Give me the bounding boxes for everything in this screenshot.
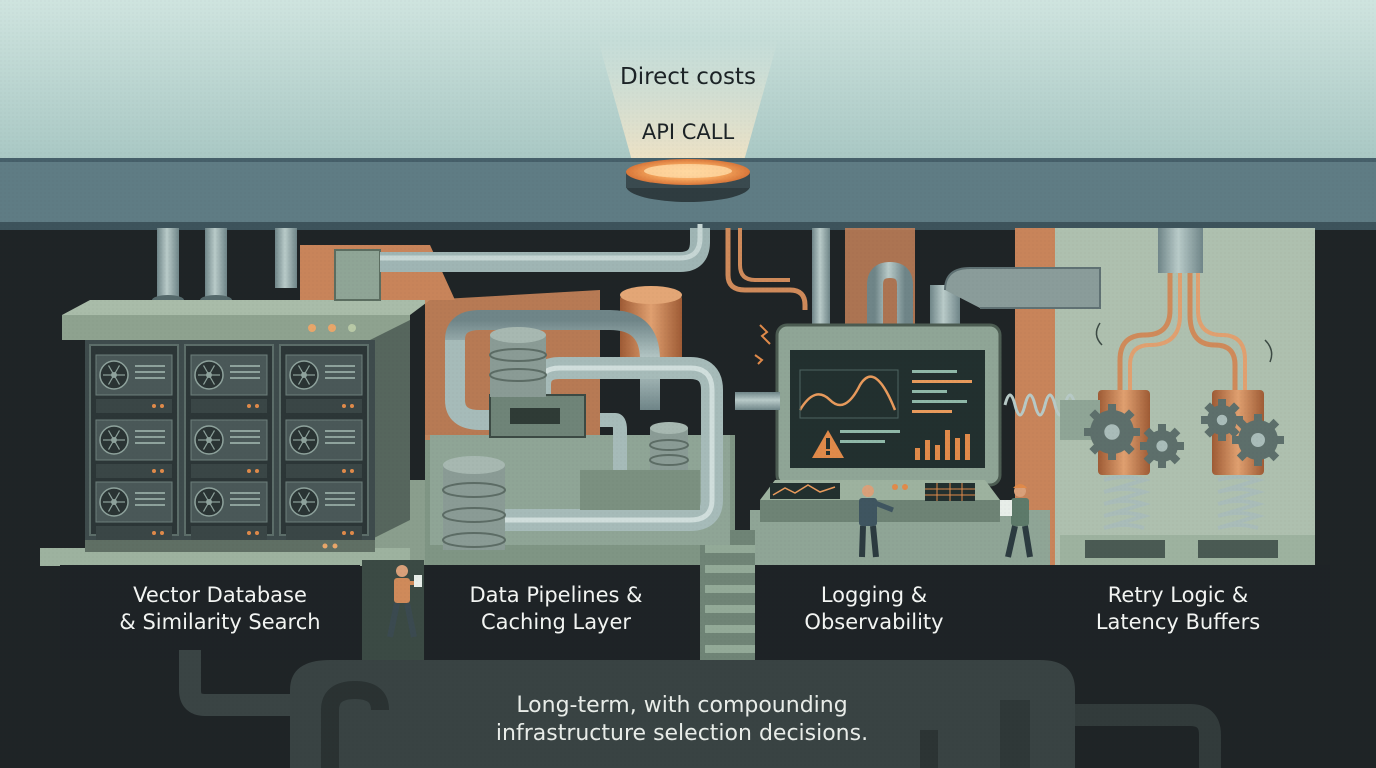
section-label-vector-db: Vector Database & Similarity Search bbox=[80, 582, 360, 636]
section-label-line: & Similarity Search bbox=[119, 610, 321, 634]
caption-line: infrastructure selection decisions. bbox=[495, 721, 869, 746]
section-label-line: Logging & bbox=[820, 583, 928, 607]
caption-line: Long-term, with compounding bbox=[516, 693, 848, 718]
long-term-caption: Long-term, with compounding infrastructu… bbox=[422, 692, 942, 748]
section-label-logging: Logging & Observability bbox=[734, 582, 1014, 636]
section-label-line: Caching Layer bbox=[480, 610, 632, 634]
section-label-line: Data Pipelines & bbox=[469, 583, 643, 607]
api-call-label: API CALL bbox=[641, 120, 735, 144]
section-label-pipelines: Data Pipelines & Caching Layer bbox=[416, 582, 696, 636]
section-label-line: Retry Logic & bbox=[1107, 583, 1249, 607]
section-label-line: Vector Database bbox=[133, 583, 307, 607]
direct-costs-label: Direct costs bbox=[620, 64, 756, 90]
section-label-retry: Retry Logic & Latency Buffers bbox=[1038, 582, 1318, 636]
section-label-line: Latency Buffers bbox=[1095, 610, 1261, 634]
section-label-line: Observability bbox=[804, 610, 944, 634]
